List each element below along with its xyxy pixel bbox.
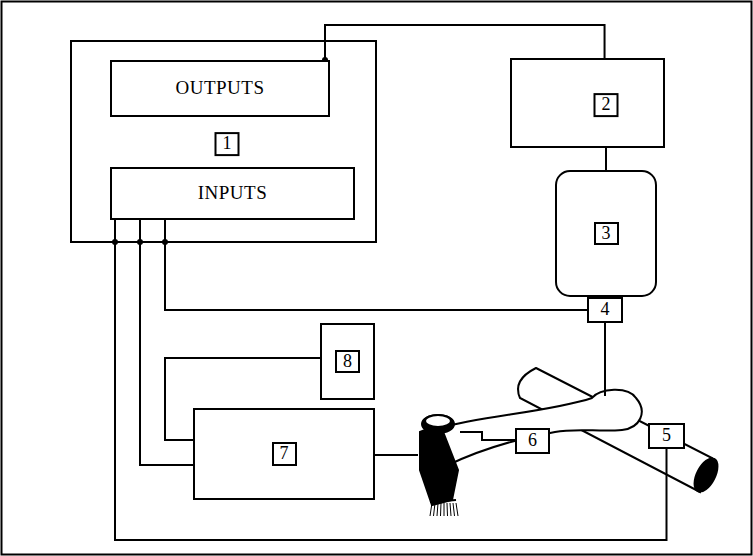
controller-box: 1 OUTPUTS INPUTS xyxy=(70,40,377,243)
callout-number: 8 xyxy=(335,350,360,374)
wire-connector xyxy=(162,220,587,310)
unit-box: 8 xyxy=(320,323,375,400)
wire-connector xyxy=(606,148,607,170)
rounded-unit: 3 xyxy=(555,170,657,297)
callout-number: 5 xyxy=(662,426,671,446)
callout-number: 2 xyxy=(594,93,619,117)
callout-number: 4 xyxy=(601,300,610,320)
sensor-wires xyxy=(375,322,605,455)
inputs-box: INPUTS xyxy=(110,167,355,220)
brush-bristles xyxy=(430,503,458,516)
callout-number: 1 xyxy=(215,132,240,156)
sensor-box: 4 xyxy=(587,297,623,323)
callout-number: 3 xyxy=(594,222,619,246)
wrist-device xyxy=(420,415,458,505)
callout-number: 6 xyxy=(528,431,537,451)
outputs-box: OUTPUTS xyxy=(110,60,330,117)
unit-box: 2 xyxy=(510,58,665,148)
block-label: INPUTS xyxy=(198,183,268,204)
sensor-box: 6 xyxy=(515,428,550,454)
callout-number: 7 xyxy=(272,442,297,466)
sensor-box: 5 xyxy=(648,423,685,449)
unit-box: 7 xyxy=(193,408,375,500)
block-label: OUTPUTS xyxy=(175,78,264,99)
forearm xyxy=(440,390,642,466)
